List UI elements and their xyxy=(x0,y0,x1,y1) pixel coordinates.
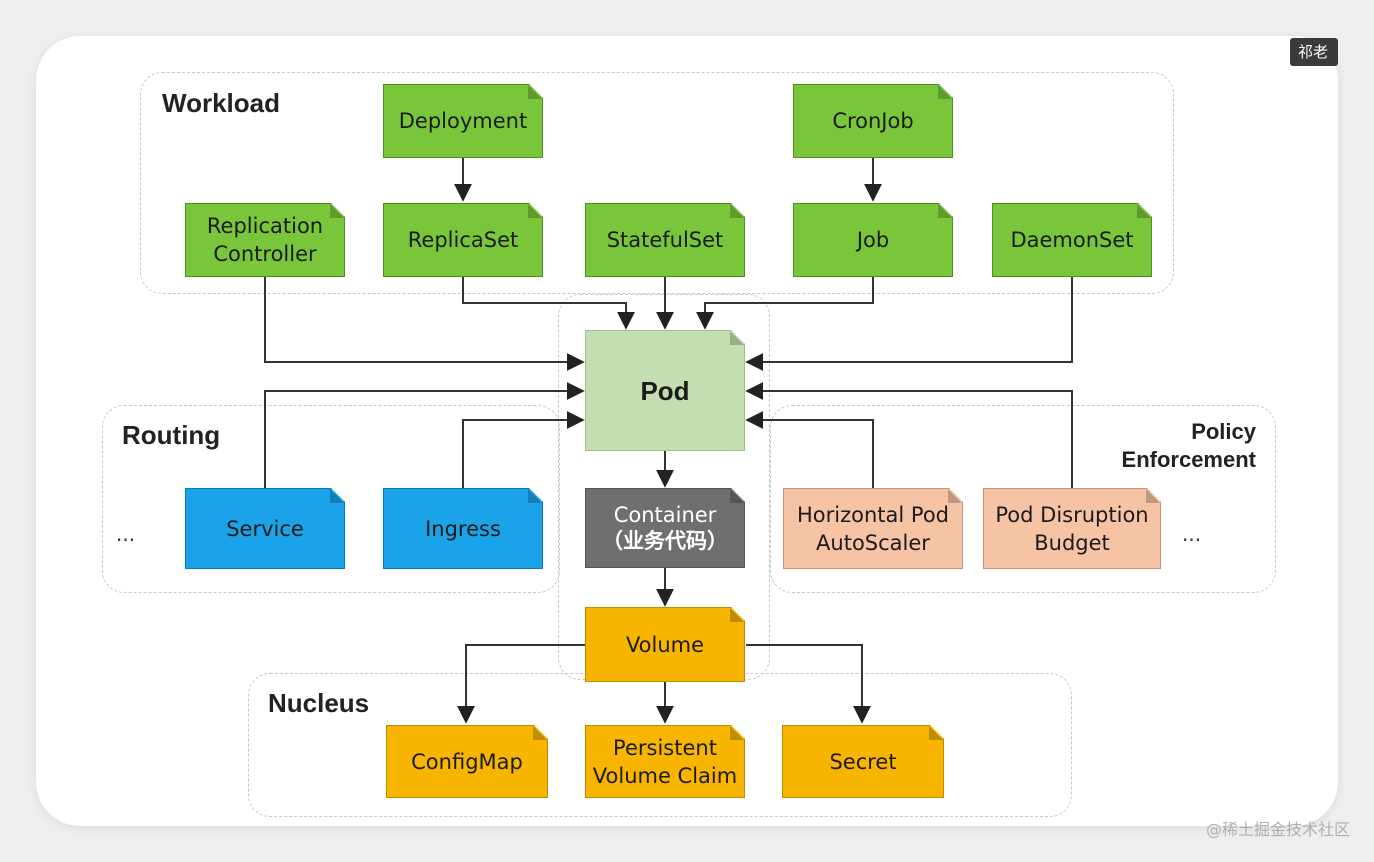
replication-controller-node: Replication Controller xyxy=(185,203,345,277)
pod-label: Pod xyxy=(640,375,690,406)
workload-group xyxy=(140,72,1174,294)
arrow-volume-configmap xyxy=(457,644,585,724)
cronjob-node: CronJob xyxy=(793,84,953,158)
arrow-daemonset-pod xyxy=(745,277,1073,371)
hpa-label-line2: AutoScaler xyxy=(816,530,930,555)
job-node: Job xyxy=(793,203,953,277)
volume-label: Volume xyxy=(625,632,705,657)
configmap-node: ConfigMap xyxy=(386,725,548,798)
policy-label-line1: Policy xyxy=(1191,419,1256,444)
arrow-ingress-pod xyxy=(462,411,585,488)
pdb-label-line1: Pod Disruption xyxy=(995,502,1149,527)
corner-tag: 祁老 xyxy=(1290,38,1338,66)
replication-label-line2: Controller xyxy=(213,242,317,266)
policy-group xyxy=(770,405,1276,593)
nucleus-label: Nucleus xyxy=(268,688,370,718)
service-label: Service xyxy=(226,516,304,541)
pvc-label-line2: Volume Claim xyxy=(592,763,738,788)
arrow-volume-secret xyxy=(746,644,871,724)
configmap-label: ConfigMap xyxy=(411,749,523,774)
arrow-replication-pod xyxy=(264,277,585,371)
policy-label: Policy Enforcement xyxy=(1090,418,1256,474)
job-label: Job xyxy=(856,228,890,252)
daemonset-label: DaemonSet xyxy=(1010,228,1134,252)
hpa-label-line1: Horizontal Pod xyxy=(797,502,949,527)
arrow-replicaset-pod xyxy=(462,277,635,330)
deployment-node: Deployment xyxy=(383,84,543,158)
pdb-label-line2: Budget xyxy=(1034,530,1110,555)
container-node: Container （业务代码） xyxy=(585,488,745,568)
service-node: Service xyxy=(185,488,345,569)
deployment-label: Deployment xyxy=(398,109,528,133)
ingress-node: Ingress xyxy=(383,488,543,569)
arrow-job-pod xyxy=(696,277,874,330)
workload-label: Workload xyxy=(162,88,280,118)
secret-node: Secret xyxy=(782,725,944,798)
hpa-node: Horizontal Pod AutoScaler xyxy=(783,488,963,569)
ingress-label: Ingress xyxy=(425,516,501,541)
routing-label: Routing xyxy=(122,420,221,450)
volume-node: Volume xyxy=(585,607,745,682)
statefulset-label: StatefulSet xyxy=(606,228,724,252)
routing-ellipsis: ... xyxy=(116,522,136,546)
replicaset-label: ReplicaSet xyxy=(407,228,519,252)
pod-node: Pod xyxy=(585,330,745,451)
replicaset-node: ReplicaSet xyxy=(383,203,543,277)
pvc-label-line1: Persistent xyxy=(613,735,717,760)
routing-group xyxy=(102,405,560,593)
pvc-node: Persistent Volume Claim xyxy=(585,725,745,798)
statefulset-node: StatefulSet xyxy=(585,203,745,277)
container-label-line1: Container xyxy=(613,503,717,527)
daemonset-node: DaemonSet xyxy=(992,203,1152,277)
policy-label-line2: Enforcement xyxy=(1121,447,1256,472)
policy-ellipsis: ... xyxy=(1182,522,1202,546)
arrow-pdb-pod xyxy=(745,382,1073,488)
secret-label: Secret xyxy=(829,749,897,774)
cronjob-label: CronJob xyxy=(832,109,914,133)
container-label-line2: （业务代码） xyxy=(602,529,728,553)
watermark: @稀土掘金技术社区 xyxy=(1205,820,1350,839)
replication-label-line1: Replication xyxy=(206,214,324,238)
arrow-hpa-pod xyxy=(745,411,874,488)
pdb-node: Pod Disruption Budget xyxy=(983,488,1161,569)
arrow-service-pod xyxy=(264,382,585,488)
